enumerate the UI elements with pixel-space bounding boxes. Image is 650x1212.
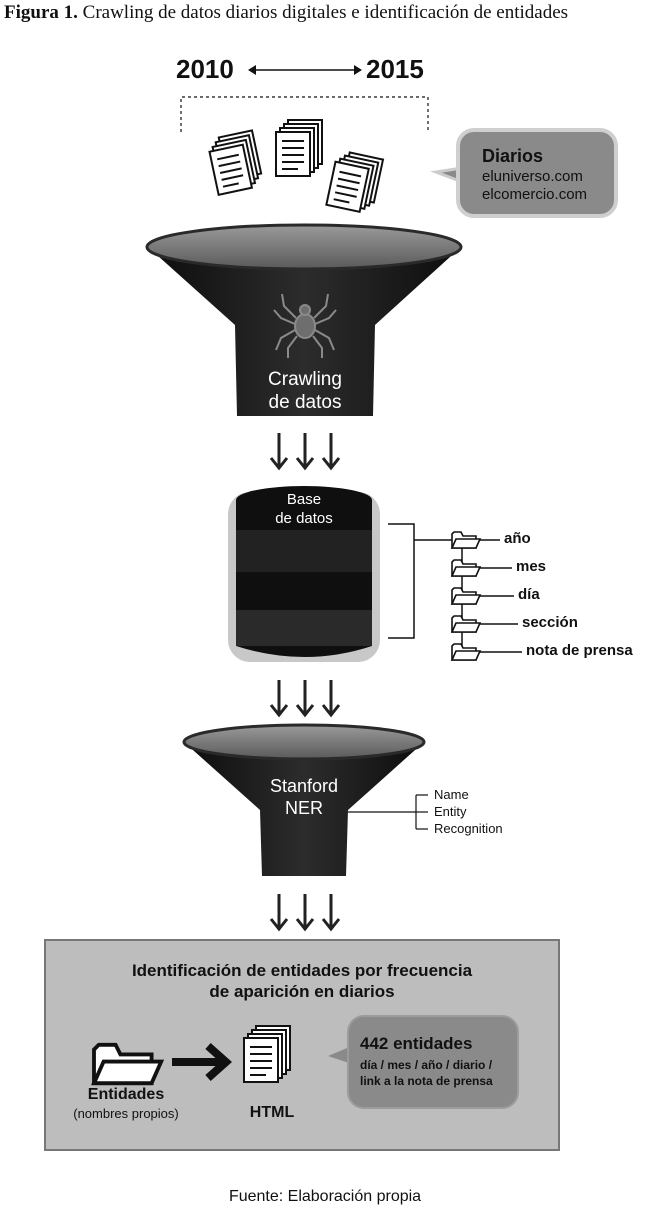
folder-icon [451, 615, 481, 633]
database-label: Base de datos [244, 490, 364, 528]
result-heading-line2: de aparición en diarios [209, 982, 395, 1001]
diarios-site: elcomercio.com [482, 186, 588, 203]
figure-title: Crawling de datos diarios digitales e id… [82, 2, 569, 23]
down-arrows [269, 431, 341, 470]
crawling-line1: Crawling [268, 369, 342, 390]
folder-label-month: mes [516, 558, 547, 575]
folder-icon [451, 643, 481, 661]
ner-label: Stanford NER [250, 775, 358, 819]
timeline-bracket [180, 96, 429, 132]
diarios-heading: Diarios [482, 146, 544, 166]
html-document-stack-icon [244, 1026, 290, 1082]
document-stack-icon [276, 120, 322, 176]
folder-label-section: sección [522, 614, 578, 631]
folder-label-year: año [504, 530, 531, 547]
timeline-arrow [248, 65, 362, 75]
figure-label: Figura 1. [4, 2, 78, 23]
crawling-label: Crawling de datos [235, 368, 375, 414]
entidades-bubble [328, 1015, 519, 1109]
year-start: 2010 [176, 54, 234, 84]
ner-name-label: Name [434, 787, 469, 802]
entidades-label: Entidades [87, 1086, 165, 1103]
database-cylinder [228, 486, 380, 662]
database-line2: de datos [275, 510, 333, 527]
document-stack-icon [207, 130, 264, 194]
result-heading: Identificación de entidades por frecuenc… [60, 960, 544, 1002]
result-heading-line1: Identificación de entidades por frecuenc… [131, 961, 473, 980]
document-stack-icon [326, 150, 383, 214]
folder-icon [451, 587, 481, 605]
ner-bracket [348, 794, 428, 830]
ner-line1: Stanford [269, 776, 339, 796]
ner-recognition-label: Recognition [434, 821, 503, 836]
entidades-desc-line1: día / mes / año / diario / [360, 1058, 493, 1072]
ner-funnel [182, 723, 426, 876]
entidades-sublabel: (nombres propios) [73, 1106, 179, 1121]
spider-icon [273, 293, 337, 358]
year-end: 2015 [366, 54, 424, 84]
crawling-line2: de datos [268, 392, 342, 413]
database-line1: Base [286, 491, 322, 508]
entidades-count: 442 entidades [360, 1034, 473, 1053]
diarios-site: eluniverso.com [482, 168, 583, 185]
folder-label-press-note: nota de prensa [526, 642, 633, 659]
diarios-bubble [430, 128, 618, 218]
figure-caption: Figura 1. Crawling de datos diarios digi… [4, 2, 568, 24]
html-label: HTML [249, 1104, 295, 1121]
entidades-desc-line2: link a la nota de prensa [360, 1074, 493, 1088]
right-arrow-icon [172, 1043, 233, 1081]
folder-icon [451, 559, 481, 577]
down-arrows [269, 892, 341, 931]
ner-line2: NER [284, 798, 323, 818]
source-note: Fuente: Elaboración propia [228, 1188, 422, 1205]
down-arrows [269, 678, 341, 717]
folder-icon [451, 531, 481, 549]
folder-label-day: día [518, 586, 540, 603]
ner-entity-label: Entity [434, 804, 467, 819]
